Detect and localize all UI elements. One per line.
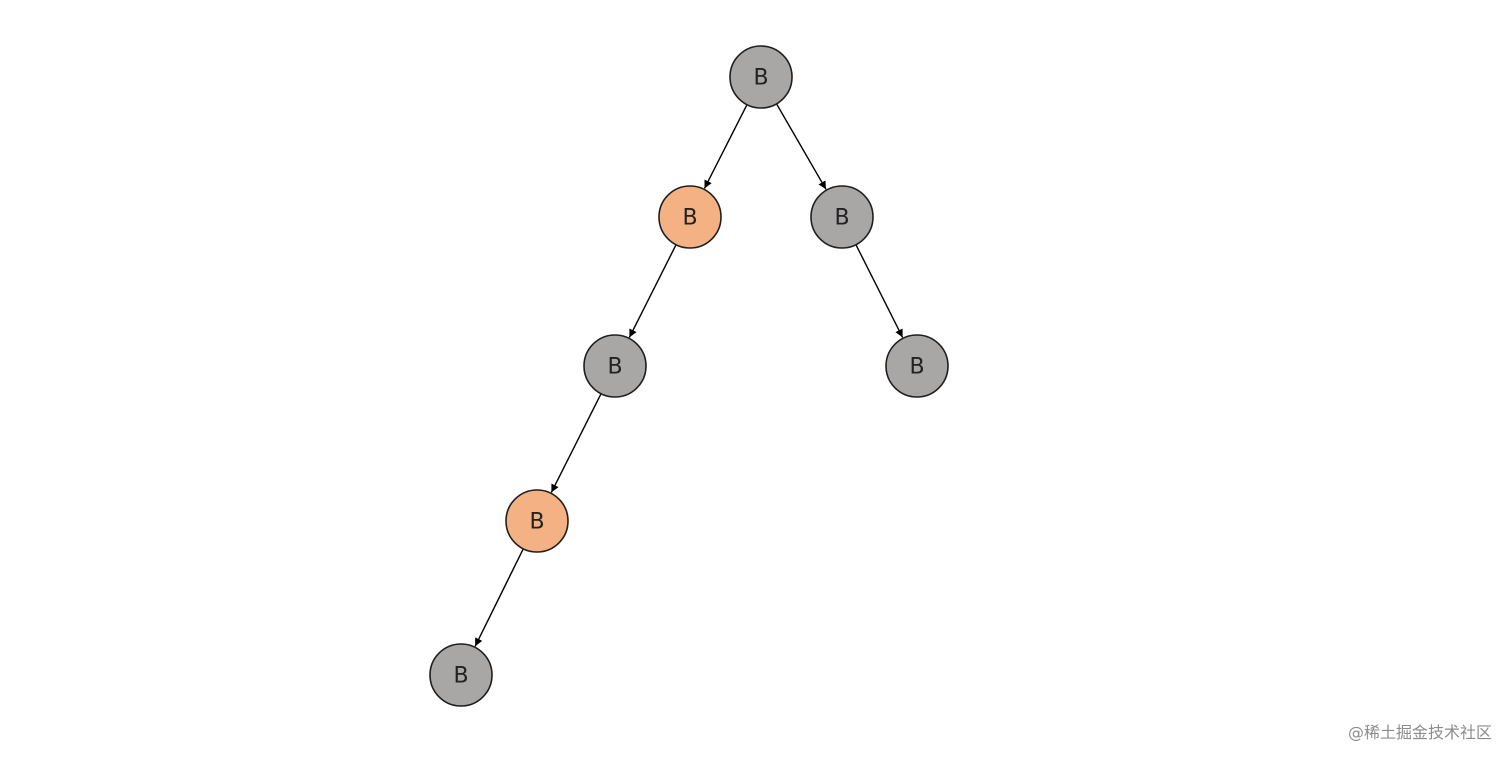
node-circle (885, 334, 949, 398)
edges-layer (474, 103, 904, 647)
edge-n2-n4 (628, 244, 677, 338)
node-label: B (453, 664, 468, 689)
node-label: B (834, 206, 849, 231)
node-circle (505, 489, 569, 553)
edge-n6-n7 (474, 548, 524, 647)
node-circle (810, 185, 874, 249)
tree-node-n6: B (505, 489, 569, 553)
node-label: B (529, 510, 544, 535)
tree-node-n1: B (729, 45, 793, 109)
node-label: B (682, 206, 697, 231)
tree-node-n3: B (810, 185, 874, 249)
watermark: @稀土掘金技术社区 (1347, 723, 1492, 742)
node-circle (658, 185, 722, 249)
node-circle (729, 45, 793, 109)
edge-n3-n5 (855, 244, 904, 338)
edge-n4-n6 (550, 393, 602, 493)
tree-node-n7: B (429, 643, 493, 707)
node-label: B (607, 355, 622, 380)
nodes-layer: B B B B B B B (429, 45, 949, 707)
edge-n1-n3 (775, 103, 827, 190)
node-label: B (909, 355, 924, 380)
node-label: B (753, 66, 768, 91)
tree-node-n5: B (885, 334, 949, 398)
tree-node-n4: B (583, 334, 647, 398)
node-circle (429, 643, 493, 707)
tree-node-n2: B (658, 185, 722, 249)
edge-n1-n2 (703, 104, 748, 189)
node-circle (583, 334, 647, 398)
